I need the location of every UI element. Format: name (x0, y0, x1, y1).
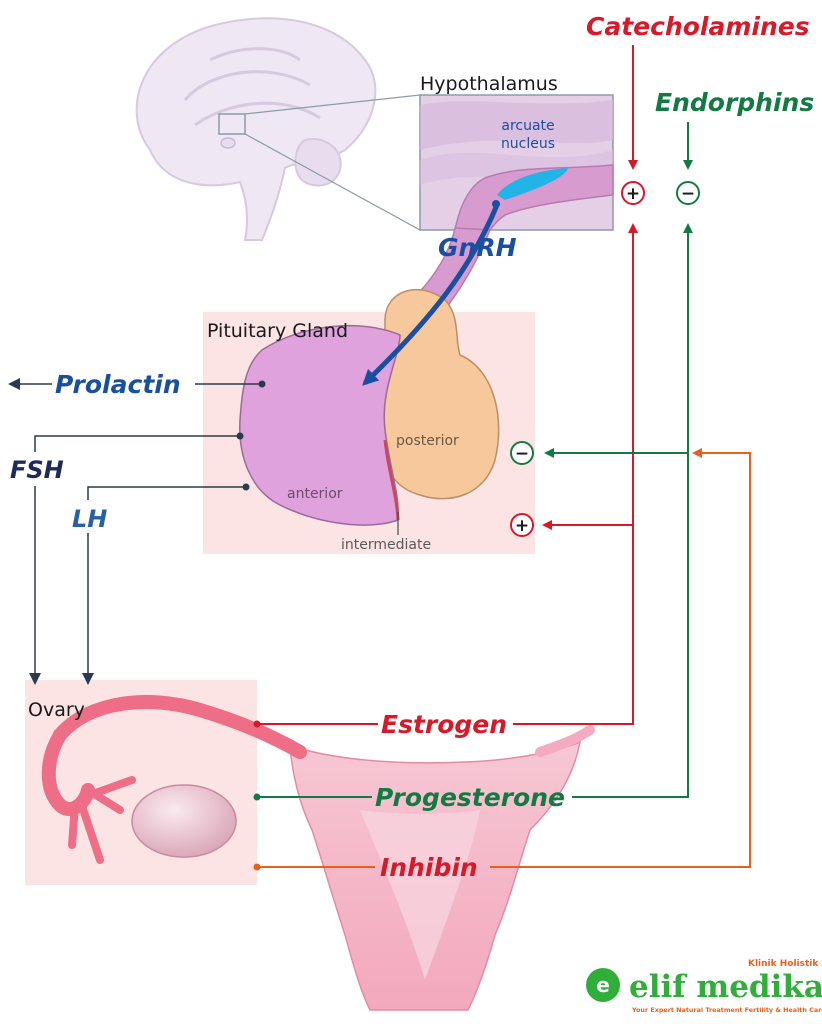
pituitary-minus-text: − (515, 444, 529, 464)
arcuate-label-line1: arcuate (501, 118, 554, 134)
logo-badge-letter: e (596, 973, 610, 997)
hypothalamus-label: Hypothalamus (420, 73, 558, 95)
pituitary-illustration (203, 227, 535, 554)
pituitary-minus-sign: − (510, 441, 534, 465)
lh-path (82, 483, 250, 685)
prolactin-label: Prolactin (55, 370, 181, 399)
endorphins-label: Endorphins (655, 88, 814, 117)
zoom-line-bottom (244, 133, 421, 231)
estrogen-label: Estrogen (381, 710, 507, 739)
hypothalamus-inset (419, 94, 614, 231)
estrogen-feedback-path (253, 223, 638, 728)
fsh-label: FSH (10, 456, 64, 484)
gnrh-label: GnRH (438, 233, 517, 262)
pituitary-gland-label: Pituitary Gland (207, 320, 348, 342)
inhibin-feedback-path (253, 448, 751, 871)
arcuate-label-line2: nucleus (501, 136, 555, 152)
logo-badge-icon (586, 968, 620, 1002)
logo-tagline: Your Expert Natural Treatment Fertility … (631, 1006, 822, 1014)
elif-medika-logo: e elif medika Klinik Holistik Your Exper… (586, 959, 822, 1014)
logo-name: elif medika (629, 969, 822, 1005)
catecholamines-label: Catecholamines (586, 12, 810, 41)
inhibin-label: Inhibin (380, 853, 478, 882)
pituitary-plus-sign: + (510, 513, 534, 537)
anterior-label: anterior (287, 486, 343, 502)
prolactin-path (8, 378, 266, 390)
zoom-line-top (244, 94, 421, 115)
gnrh-arrow (362, 204, 500, 386)
progesterone-feedback-path (253, 223, 693, 801)
lh-label: LH (72, 505, 107, 533)
fsh-path (29, 432, 244, 685)
brain-illustration (135, 17, 377, 241)
progesterone-label: Progesterone (375, 783, 565, 812)
hypothalamus-plus-text: + (626, 184, 640, 204)
ovary-label: Ovary (28, 699, 85, 721)
logo-subtitle: Klinik Holistik (748, 959, 819, 969)
pituitary-plus-text: + (515, 516, 529, 536)
hypothalamus-minus-sign: − (676, 181, 700, 205)
reproductive-illustration (25, 680, 595, 1011)
hypothalamus-plus-sign: + (621, 181, 645, 205)
hypothalamus-minus-text: − (681, 184, 695, 204)
posterior-label: posterior (396, 433, 459, 449)
intermediate-label: intermediate (341, 537, 431, 553)
